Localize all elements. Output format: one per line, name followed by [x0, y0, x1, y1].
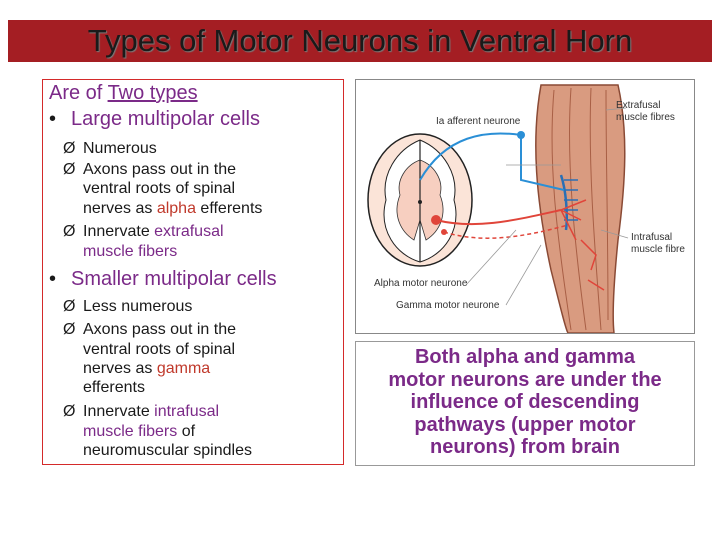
- sub-axons-gamma: Ø Axons pass out in the: [63, 320, 236, 339]
- bullet-smaller-keyword: Smaller: [71, 268, 139, 290]
- page-title: Types of Motor Neurons in Ventral Horn: [87, 23, 633, 58]
- sub2-axons-line3: nerves as gamma: [83, 359, 210, 378]
- sub-innervate-extra: Ø Innervate extrafusal: [63, 222, 224, 241]
- sub-axons-line3: nerves as alpha efferents: [83, 199, 262, 218]
- label-alpha-motor: Alpha motor neurone: [374, 278, 468, 289]
- sub2-axons-line2: ventral roots of spinal: [83, 341, 236, 358]
- alpha-term: alpha: [156, 200, 196, 217]
- sub-less-text: Less numerous: [83, 298, 193, 315]
- arrow-icon: Ø: [63, 140, 76, 157]
- bullet-smaller: • Smaller multipolar cells: [49, 268, 277, 291]
- label-intrafusal-2: muscle fibre: [631, 244, 685, 255]
- intro-prefix: Are of: [49, 82, 108, 104]
- sub-numerous-text: Numerous: [83, 140, 157, 157]
- sub2-inn-c2: of: [177, 423, 196, 440]
- sub2-inn-a: Innervate: [83, 403, 155, 420]
- bullet-icon: •: [49, 268, 57, 290]
- sub-less-numerous: Ø Less numerous: [63, 297, 192, 316]
- muscle-belly: [535, 84, 626, 334]
- label-ia-afferent: Ia afferent neurone: [436, 116, 521, 127]
- efferent-pathways: [431, 199, 605, 291]
- label-extrafusal-1: Extrafusal: [616, 100, 661, 111]
- bullet-large-rest: multipolar cells: [122, 108, 260, 130]
- label-gamma-motor: Gamma motor neurone: [396, 300, 500, 311]
- caption-text: Both alpha and gamma motor neurons are u…: [388, 346, 662, 458]
- sub-axons-line1: Axons pass out in the: [83, 161, 236, 178]
- label-extrafusal-2: muscle fibres: [616, 112, 675, 123]
- sub-axons-l3c: efferents: [195, 200, 263, 217]
- sub-axons-line2: ventral roots of spinal: [83, 180, 236, 197]
- bullet-smaller-rest: multipolar cells: [138, 268, 277, 290]
- sub-axons-alpha: Ø Axons pass out in the: [63, 160, 236, 179]
- sub2-inn-c: muscle fibers of: [83, 422, 195, 441]
- sub-inn-c: muscle fibers: [83, 243, 178, 260]
- sub-axons-l3a: nerves as: [83, 200, 157, 217]
- motor-neuron-diagram: Ia afferent neurone Extrafusal muscle fi…: [355, 79, 695, 334]
- arrow-icon: Ø: [63, 223, 76, 240]
- arrow-icon: Ø: [63, 403, 76, 420]
- title-bar: Types of Motor Neurons in Ventral Horn: [8, 20, 712, 62]
- arrow-icon: Ø: [63, 321, 76, 338]
- bullet-large-keyword: Large: [71, 108, 123, 130]
- sub2-inn-d: neuromuscular spindles: [83, 442, 252, 459]
- sub2-axons-line4: efferents: [83, 379, 145, 396]
- sub2-axons-l3a: nerves as: [83, 360, 157, 377]
- sub2-inn-c1: muscle fibers: [83, 423, 178, 440]
- left-text-box: Are of Two types • Large multipolar cells…: [42, 79, 344, 465]
- caption-box: Both alpha and gamma motor neurons are u…: [355, 341, 695, 466]
- intro-line: Are of Two types: [49, 82, 198, 105]
- intro-emphasis: Two types: [107, 82, 198, 104]
- sub-inn-a: Innervate: [83, 223, 155, 240]
- bullet-large: • Large multipolar cells: [49, 108, 260, 131]
- bullet-icon: •: [49, 108, 57, 130]
- diagram-svg: [367, 84, 629, 334]
- sub-innervate-intra: Ø Innervate intrafusal: [63, 402, 219, 421]
- extrafusal-term: extrafusal: [154, 223, 224, 240]
- intrafusal-term: intrafusal: [154, 403, 220, 420]
- spinal-cord-section: [367, 133, 473, 267]
- gamma-term: gamma: [156, 360, 211, 377]
- arrow-icon: Ø: [63, 298, 76, 315]
- sub2-axons-line1: Axons pass out in the: [83, 321, 236, 338]
- arrow-icon: Ø: [63, 161, 76, 178]
- ia-afferent-pathway: [419, 131, 565, 191]
- sub-numerous: Ø Numerous: [63, 139, 157, 158]
- label-intrafusal-1: Intrafusal: [631, 232, 673, 243]
